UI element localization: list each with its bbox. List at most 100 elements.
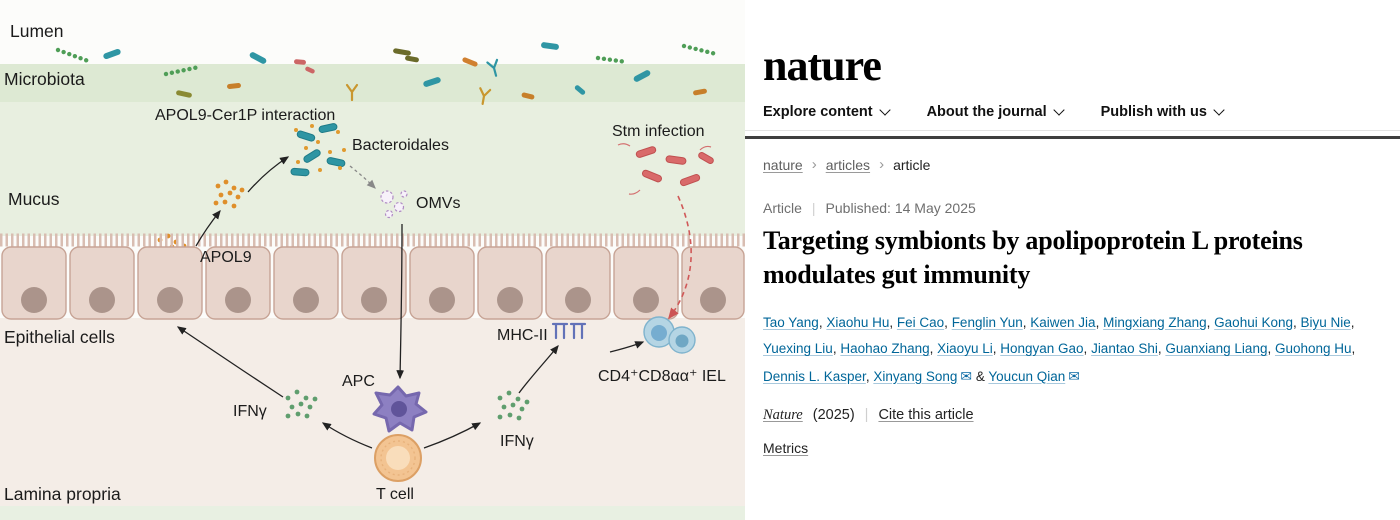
- author-separator: ,: [1267, 341, 1275, 357]
- label-iel: CD4⁺CD8αα⁺ IEL: [598, 368, 726, 385]
- author-link[interactable]: Tao Yang: [763, 315, 819, 331]
- metrics-link[interactable]: Metrics: [763, 439, 809, 456]
- author-separator: ,: [1350, 315, 1355, 331]
- author-link[interactable]: Xinyang Song: [873, 368, 958, 384]
- author-separator: ,: [1083, 341, 1092, 357]
- journal-nav: Explore content About the journal Publis…: [763, 104, 1376, 120]
- chevron-down-icon: [1052, 104, 1065, 116]
- label-mucus: Mucus: [8, 189, 60, 209]
- meta-separator: |: [811, 200, 816, 216]
- author-separator: ,: [944, 315, 952, 331]
- header-divider: [745, 130, 1400, 131]
- t-cell: [374, 434, 422, 482]
- author-link[interactable]: Biyu Nie: [1300, 315, 1351, 331]
- author-separator: ,: [1292, 315, 1301, 331]
- author-link[interactable]: Kaiwen Jia: [1030, 315, 1096, 331]
- citation-row: Nature (2025) | Cite this article: [763, 407, 1376, 424]
- email-icon[interactable]: ✉: [1068, 367, 1080, 384]
- breadcrumb-separator-icon: ›: [811, 156, 817, 173]
- epithelial-layer: [0, 233, 745, 320]
- email-icon[interactable]: ✉: [960, 367, 973, 384]
- author-separator: ,: [865, 368, 874, 384]
- label-apc: APC: [342, 373, 375, 390]
- author-separator: ,: [818, 315, 827, 331]
- article-type: Article: [763, 200, 802, 216]
- label-omvs: OMVs: [416, 195, 460, 212]
- label-lamina-propria: Lamina propria: [4, 484, 121, 504]
- nature-logo[interactable]: nature: [763, 41, 882, 90]
- mhc-ii-receptors: [551, 322, 587, 340]
- author-link[interactable]: Haohao Zhang: [840, 341, 930, 357]
- author-link[interactable]: Hongyan Gao: [1000, 341, 1084, 357]
- article-pane: nature Explore content About the journal…: [745, 0, 1400, 520]
- author-separator: ,: [1095, 315, 1104, 331]
- author-link[interactable]: Yuexing Liu: [763, 341, 833, 357]
- omv-vesicles: [380, 190, 408, 219]
- stm-bacteria: [617, 143, 714, 195]
- breadcrumb-separator-icon: ›: [879, 156, 885, 173]
- citation-year: (2025): [812, 407, 855, 424]
- breadcrumb-articles[interactable]: articles: [825, 156, 871, 173]
- journal-link[interactable]: Nature: [763, 406, 803, 423]
- gut-immunity-figure: Lumen Microbiota APOL9-Cer1P interaction…: [0, 21, 745, 520]
- author-link[interactable]: Mingxiang Zhang: [1103, 315, 1207, 331]
- nav-label: Publish with us: [1100, 104, 1207, 120]
- author-separator: ,: [1022, 315, 1031, 331]
- nav-label: About the journal: [926, 104, 1047, 120]
- header-rule: [745, 136, 1400, 139]
- author-separator: ,: [1351, 341, 1356, 357]
- author-link[interactable]: Fenglin Yun: [951, 315, 1023, 331]
- chevron-down-icon: [1213, 104, 1225, 116]
- nav-about-the-journal[interactable]: About the journal: [926, 104, 1065, 120]
- breadcrumb-article: article: [893, 156, 931, 173]
- label-epithelial-cells: Epithelial cells: [4, 327, 115, 347]
- bacteroidales-cluster: [290, 123, 346, 177]
- label-bacteroidales: Bacteroidales: [352, 137, 449, 154]
- author-list: Tao Yang, Xiaohu Hu, Fei Cao, Fenglin Yu…: [763, 310, 1376, 390]
- author-link[interactable]: Xiaohu Hu: [826, 315, 890, 331]
- label-microbiota: Microbiota: [4, 69, 85, 89]
- author-link[interactable]: Jiantao Shi: [1091, 341, 1158, 357]
- author-link[interactable]: Guohong Hu: [1274, 341, 1352, 357]
- author-separator: ,: [1206, 315, 1215, 331]
- author-separator: ,: [929, 341, 938, 357]
- cite-this-article-link[interactable]: Cite this article: [878, 407, 974, 424]
- author-link[interactable]: Xiaoyu Li: [937, 341, 993, 357]
- chevron-down-icon: [878, 104, 891, 116]
- nav-publish-with-us[interactable]: Publish with us: [1100, 104, 1225, 120]
- metrics-row: Metrics: [763, 440, 1376, 456]
- article-meta: Article | Published: 14 May 2025: [763, 200, 1376, 216]
- author-link[interactable]: Guanxiang Liang: [1165, 341, 1268, 357]
- author-link[interactable]: Fei Cao: [896, 315, 945, 331]
- label-lumen: Lumen: [10, 21, 64, 41]
- label-mhc-ii: MHC-II: [497, 327, 548, 344]
- label-ifng-right: IFNγ: [500, 433, 534, 450]
- ifng-dots-left: [285, 389, 318, 419]
- breadcrumb: nature › articles › article: [763, 156, 1376, 173]
- ifng-dots-right: [497, 390, 530, 421]
- label-apol9: APOL9: [200, 249, 252, 266]
- author-link[interactable]: Dennis L. Kasper: [763, 368, 866, 384]
- author-separator: ,: [992, 341, 1001, 357]
- label-stm-infection: Stm infection: [612, 123, 704, 140]
- label-t-cell: T cell: [376, 486, 414, 503]
- iel-cells: [643, 316, 696, 354]
- author-separator: ,: [832, 341, 841, 357]
- apc-cell: [372, 385, 428, 433]
- citation-separator: |: [864, 407, 869, 424]
- author-link[interactable]: Youcun Qian: [988, 368, 1066, 384]
- nav-explore-content[interactable]: Explore content: [763, 104, 891, 120]
- article-title: Targeting symbionts by apolipoprotein L …: [763, 226, 1303, 290]
- author-separator: ,: [889, 315, 897, 331]
- author-separator: &: [972, 368, 989, 384]
- published-date: Published: 14 May 2025: [825, 200, 976, 216]
- nav-label: Explore content: [763, 104, 873, 120]
- label-apol9-cer1p: APOL9-Cer1P interaction: [155, 107, 335, 124]
- microbiota-bacteria: [55, 42, 716, 105]
- label-ifng-left: IFNγ: [233, 403, 267, 420]
- figure-diagram: Lumen Microbiota APOL9-Cer1P interaction…: [0, 21, 745, 520]
- breadcrumb-nature[interactable]: nature: [763, 156, 803, 173]
- author-separator: ,: [1157, 341, 1166, 357]
- author-link[interactable]: Gaohui Kong: [1214, 315, 1293, 331]
